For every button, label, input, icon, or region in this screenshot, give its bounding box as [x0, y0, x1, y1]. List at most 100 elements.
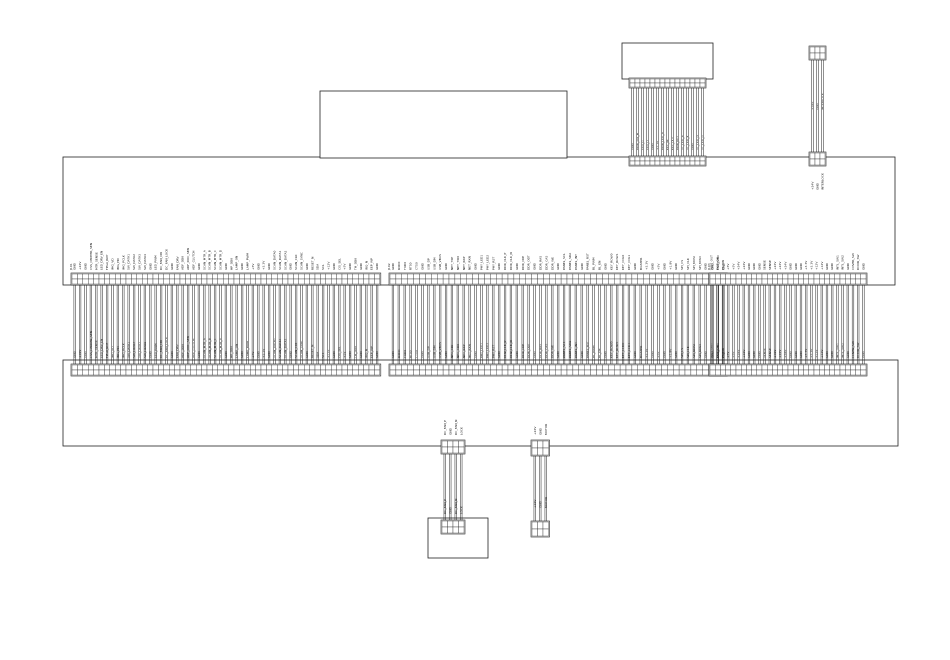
j103-top-pin [834, 273, 841, 280]
top-small-bottom-pin [669, 160, 676, 166]
j103-top-pin [772, 273, 778, 280]
j103-pin-label-bottom: +12V [820, 349, 824, 358]
j101-bottom-pin [98, 364, 105, 371]
top-small-bottom-pin [679, 156, 686, 162]
j101-top-pin [363, 273, 370, 280]
j101-pin-label-top: SCAN_CLK [294, 253, 298, 270]
j101-bottom-pin [109, 364, 116, 371]
j101-bottom-pin [196, 369, 202, 376]
j103-pin-label-top: GND [752, 262, 756, 270]
j101-top-pin [131, 278, 137, 285]
j101-bottom-pin [120, 364, 127, 371]
j103-top-pin [808, 278, 815, 285]
j102-bottom-pin [472, 369, 479, 376]
j103-bottom-pin [772, 369, 778, 376]
top-small-bottom-pin [644, 156, 651, 162]
j101-top-pin [71, 273, 78, 280]
bottom-right-bottom-pin [537, 528, 544, 537]
j102-top-pin [478, 273, 485, 280]
j101-bottom-pin [336, 364, 343, 371]
j101-pin-label-bottom: DC_FAN_ON [159, 340, 163, 358]
j102-pin-label-top: KEY_COL1 [627, 255, 631, 270]
bottom-right-pin-label-top: MOTOR [544, 424, 548, 435]
j103-pin-label-bottom: +12V [815, 349, 819, 358]
j103-top-pin [767, 273, 773, 280]
j103-top-pin [850, 278, 856, 285]
j102-bottom-pin [560, 369, 568, 376]
j103-bottom-pin [819, 364, 825, 371]
top-right-bottom-pin [809, 158, 816, 166]
j102-top-pin [602, 278, 609, 285]
j101-pin-label-bottom: +12V [327, 349, 331, 358]
j102-pin-label-top: PHY_RST [491, 257, 495, 270]
j102-bottom-pin [625, 364, 633, 371]
j102-bottom-pin [419, 364, 426, 371]
j102-pin-label-top: SPI_CLK [686, 257, 690, 270]
top-small-bottom-pin [669, 156, 676, 162]
j102-pin-label-top: KEY_ROW1 [615, 253, 619, 270]
top-small-bottom-pin [629, 156, 636, 162]
j103-top-pin [839, 273, 846, 280]
j101-pin-label-top: CSS_CENTER_SEN [89, 243, 93, 270]
j101-top-pin [142, 273, 148, 280]
j103-bottom-pin [730, 369, 737, 376]
j102-bottom-pin [549, 364, 556, 371]
top-small-top-pin [694, 78, 701, 84]
j103-bottom-pin [860, 369, 867, 376]
top-small-bottom-pin [654, 160, 661, 166]
j103-pin-label-bottom: +24V [778, 349, 782, 358]
j102-pin-label-top: RXD0 [397, 262, 401, 270]
j102-bottom-pin [625, 369, 633, 376]
j102-top-pin [401, 278, 408, 285]
j102-top-pin [413, 278, 420, 285]
j101-bottom-pin [228, 369, 235, 376]
j101-pin-label-bottom: SCAN_SYNC [300, 340, 304, 358]
j103-top-pin [803, 273, 809, 280]
j101-pin-label-bottom: GND [224, 350, 228, 358]
j103-bottom-pin [793, 364, 799, 371]
top-small-top-pin [659, 82, 666, 88]
j101-top-pin [266, 278, 272, 285]
j101-top-pin [169, 278, 175, 285]
j103-pin-label-top: SENSE [763, 260, 767, 270]
j101-top-pin [271, 278, 278, 285]
j101-pin-label-bottom: GND [197, 350, 201, 358]
j101-bottom-pin [82, 364, 89, 371]
j103-top-pin [746, 278, 752, 285]
j101-pin-label-bottom: SCAN_MTR_C [213, 338, 217, 358]
j102-pin-label-bottom: BL_EN [597, 349, 601, 358]
j101-pin-label-bottom: LAMP_ON [235, 344, 239, 358]
j102-pin-label-top: DDR_WE [550, 257, 554, 270]
j102-top-pin [614, 278, 621, 285]
j102-top-pin [667, 278, 674, 285]
j102-pin-label-top: +3.3V [645, 260, 649, 270]
j101-pin-label-top: SW_DATA1 [127, 254, 131, 270]
j103-top-pin [720, 273, 726, 280]
j101-pin-label-top: SCL [321, 264, 325, 270]
j101-pin-label-top: SCAN_MTR_A [202, 249, 206, 270]
j103-bottom-pin [839, 369, 846, 376]
j102-pin-label-bottom: SPI_MISO [698, 344, 702, 358]
j102-pin-label-bottom: GND [533, 350, 537, 358]
j101-bottom-pin [331, 369, 337, 376]
top-small-pin-label-top: GND [651, 142, 655, 150]
j102-pin-label-bottom: KEY_COL1 [627, 343, 631, 358]
j101-top-pin [374, 278, 380, 285]
j102-top-pin [437, 273, 444, 280]
j103-bottom-pin [709, 364, 716, 371]
j101-bottom-pin [293, 369, 299, 376]
j103-top-pin [798, 278, 804, 285]
j102-bottom-pin [596, 369, 603, 376]
j101-pin-label-top: MTR_SENSE [94, 252, 98, 270]
j102-top-pin [673, 278, 680, 285]
j101-bottom-pin [374, 364, 380, 371]
j103-top-pin [855, 273, 861, 280]
j102-top-pin [702, 273, 709, 280]
j101-bottom-pin [185, 369, 191, 376]
top-small-pin-label-top: LED_G [641, 140, 645, 150]
j102-bottom-pin [661, 369, 668, 376]
j103-pin-label-top: FAN_PWM [716, 255, 720, 270]
j101-top-pin [212, 273, 218, 280]
j101-pin-label-bottom: IMG_VD [111, 346, 115, 358]
j101-bottom-pin [206, 369, 213, 376]
